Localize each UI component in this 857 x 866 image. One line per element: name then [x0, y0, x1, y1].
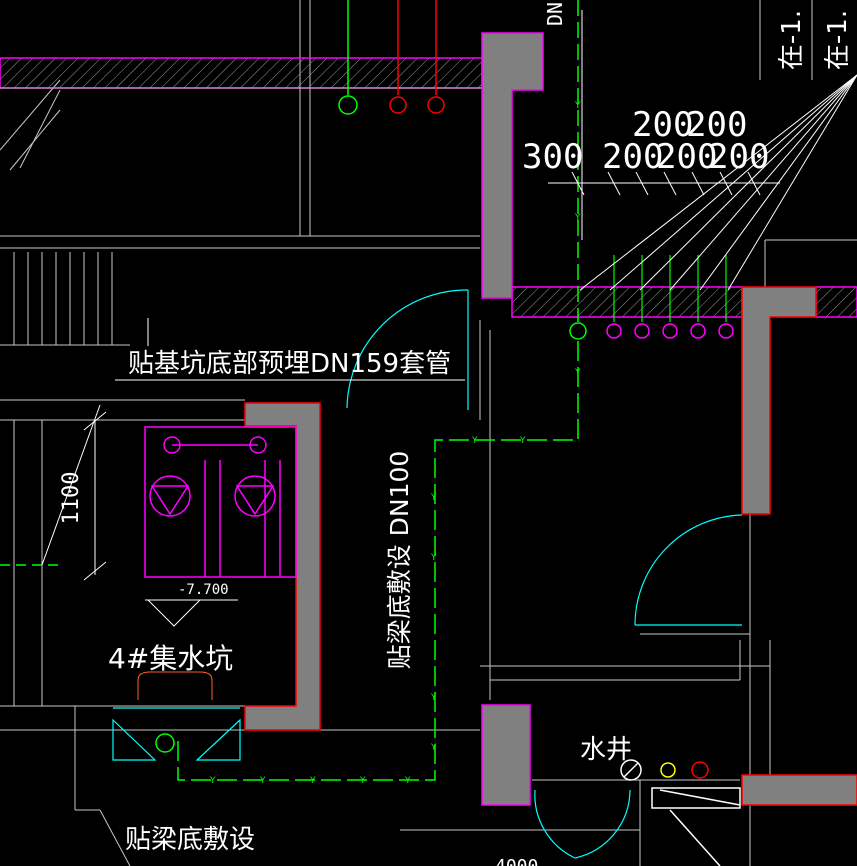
dim-200-top-1: 200	[632, 105, 693, 145]
svg-text:Y: Y	[259, 776, 266, 786]
well-risers	[620, 759, 741, 866]
pipes-red	[389, 0, 709, 779]
svg-text:Y: Y	[574, 101, 581, 111]
bottom-cut-label: 4000	[495, 856, 538, 866]
pump-frame	[144, 426, 297, 578]
dim-200-row-3: 200	[708, 137, 769, 177]
svg-text:Y: Y	[519, 436, 526, 446]
pipes-magenta	[606, 323, 734, 339]
svg-text:Y: Y	[404, 776, 411, 786]
dim-1100	[41, 404, 107, 581]
pit-level: -7.700	[178, 582, 229, 598]
riser-green-icon	[569, 322, 587, 340]
top-cut-label: DN	[543, 2, 567, 26]
svg-text:Y: Y	[574, 368, 581, 378]
svg-text:Y: Y	[430, 553, 437, 563]
riser-red-icon	[427, 96, 445, 114]
staircase	[0, 79, 130, 346]
dim-ticks	[548, 171, 780, 196]
leader-sleeve	[115, 318, 465, 381]
dim-300: 300	[522, 137, 583, 177]
riser-magenta-icon	[718, 323, 734, 339]
svg-text:Y: Y	[430, 493, 437, 503]
top-right-label-1: 在-1.	[777, 10, 807, 70]
vertical-pipe-note: 贴梁底敷设 DN100	[385, 451, 414, 670]
level-marker	[137, 599, 238, 700]
pump-icon	[149, 475, 191, 517]
svg-text:Y: Y	[309, 776, 316, 786]
riser-red-icon	[691, 761, 709, 779]
pipes-green	[0, 0, 587, 781]
dim-200-row-2: 200	[656, 137, 717, 177]
mid-slab	[511, 286, 857, 318]
dim-200-row-1: 200	[602, 137, 663, 177]
bottom-note: 贴梁底敷设	[125, 825, 255, 855]
riser-green-icon	[155, 733, 175, 753]
svg-text:Y: Y	[209, 776, 216, 786]
door-arcs	[112, 289, 743, 859]
top-right-label-2: 在-1.	[823, 10, 853, 70]
pump-icon	[234, 475, 276, 517]
dim-200-top-2: 200	[686, 105, 747, 145]
walls	[244, 32, 857, 806]
riser-magenta-icon	[662, 323, 678, 339]
svg-text:Y: Y	[430, 693, 437, 703]
riser-magenta-icon	[634, 323, 650, 339]
sleeve-note: 贴基坑底部预埋DN159套管	[128, 349, 451, 379]
pipe-markers: Y Y Y Y Y Y Y Y Y Y Y Y Y Y	[209, 101, 581, 786]
riser-green-icon	[338, 95, 358, 115]
riser-red-icon	[389, 96, 407, 114]
top-slab	[0, 57, 483, 89]
well-label: 水井	[580, 735, 632, 765]
svg-text:Y: Y	[574, 213, 581, 223]
svg-text:Y: Y	[430, 743, 437, 753]
svg-text:Y: Y	[359, 776, 366, 786]
pit-dimension: 1100	[59, 472, 84, 525]
pit-name: 4#集水坑	[108, 642, 233, 675]
riser-magenta-icon	[690, 323, 706, 339]
svg-text:Y: Y	[471, 436, 478, 446]
riser-magenta-icon	[606, 323, 622, 339]
